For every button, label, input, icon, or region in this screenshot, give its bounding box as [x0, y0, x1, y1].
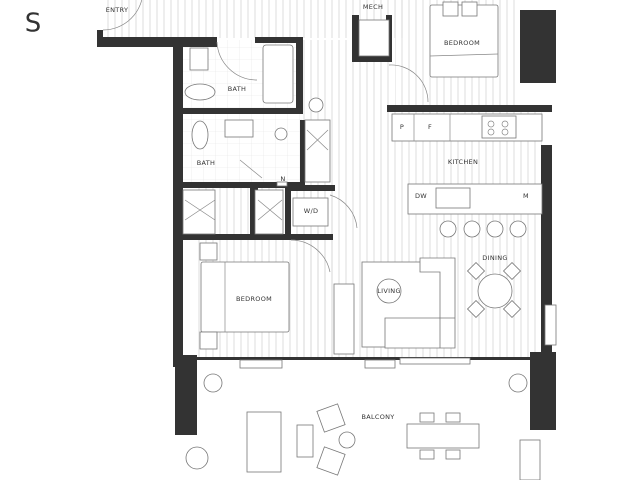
bathtub-icon: [262, 44, 294, 104]
room-label-dining: DINING: [482, 254, 507, 262]
washer-dryer-icon: [292, 197, 329, 227]
plant-icon: [508, 373, 528, 393]
label-fridge: F: [428, 123, 432, 131]
tv-console: [333, 283, 355, 355]
room-label-bedroom-main: BEDROOM: [444, 39, 480, 47]
lounge-chair-icon: [246, 411, 282, 473]
cooktop-icon: [481, 115, 517, 139]
sink-icon: [435, 187, 471, 209]
room-label-balcony: BALCONY: [361, 413, 394, 421]
kitchen-counter: [391, 113, 543, 142]
fixtures: [102, 0, 557, 480]
room-label-bath-2: BATH: [197, 159, 215, 167]
kitchen-island: [407, 183, 543, 215]
label-pantry: P: [400, 123, 404, 131]
room-label-mech: MECH: [363, 3, 383, 11]
north-arrow-icon: S: [25, 9, 42, 39]
coffee-table-icon: [376, 278, 402, 304]
room-label-kitchen: KITCHEN: [448, 158, 478, 166]
label-dw: DW: [415, 192, 427, 200]
label-n: N: [280, 175, 285, 183]
toilet-icon: [184, 83, 216, 101]
plant-icon: [308, 97, 324, 113]
sofa-icon: [384, 257, 456, 349]
toilet-icon: [191, 120, 209, 150]
plant-icon: [203, 373, 223, 393]
room-label-bath-1: BATH: [228, 85, 246, 93]
dining-table-icon: [477, 273, 513, 309]
bed-icon: [200, 261, 290, 333]
label-wd: W/D: [304, 207, 319, 215]
room-label-living: LIVING: [377, 287, 401, 295]
plant-icon: [185, 446, 209, 470]
balcony-table-icon: [406, 423, 480, 449]
room-label-bedroom-2: BEDROOM: [236, 295, 272, 303]
shower-drain-icon: [274, 127, 288, 141]
label-microwave: M: [523, 192, 529, 200]
sink-icon: [224, 119, 254, 138]
sink-icon: [189, 47, 209, 71]
room-label-entry: ENTRY: [106, 6, 129, 14]
